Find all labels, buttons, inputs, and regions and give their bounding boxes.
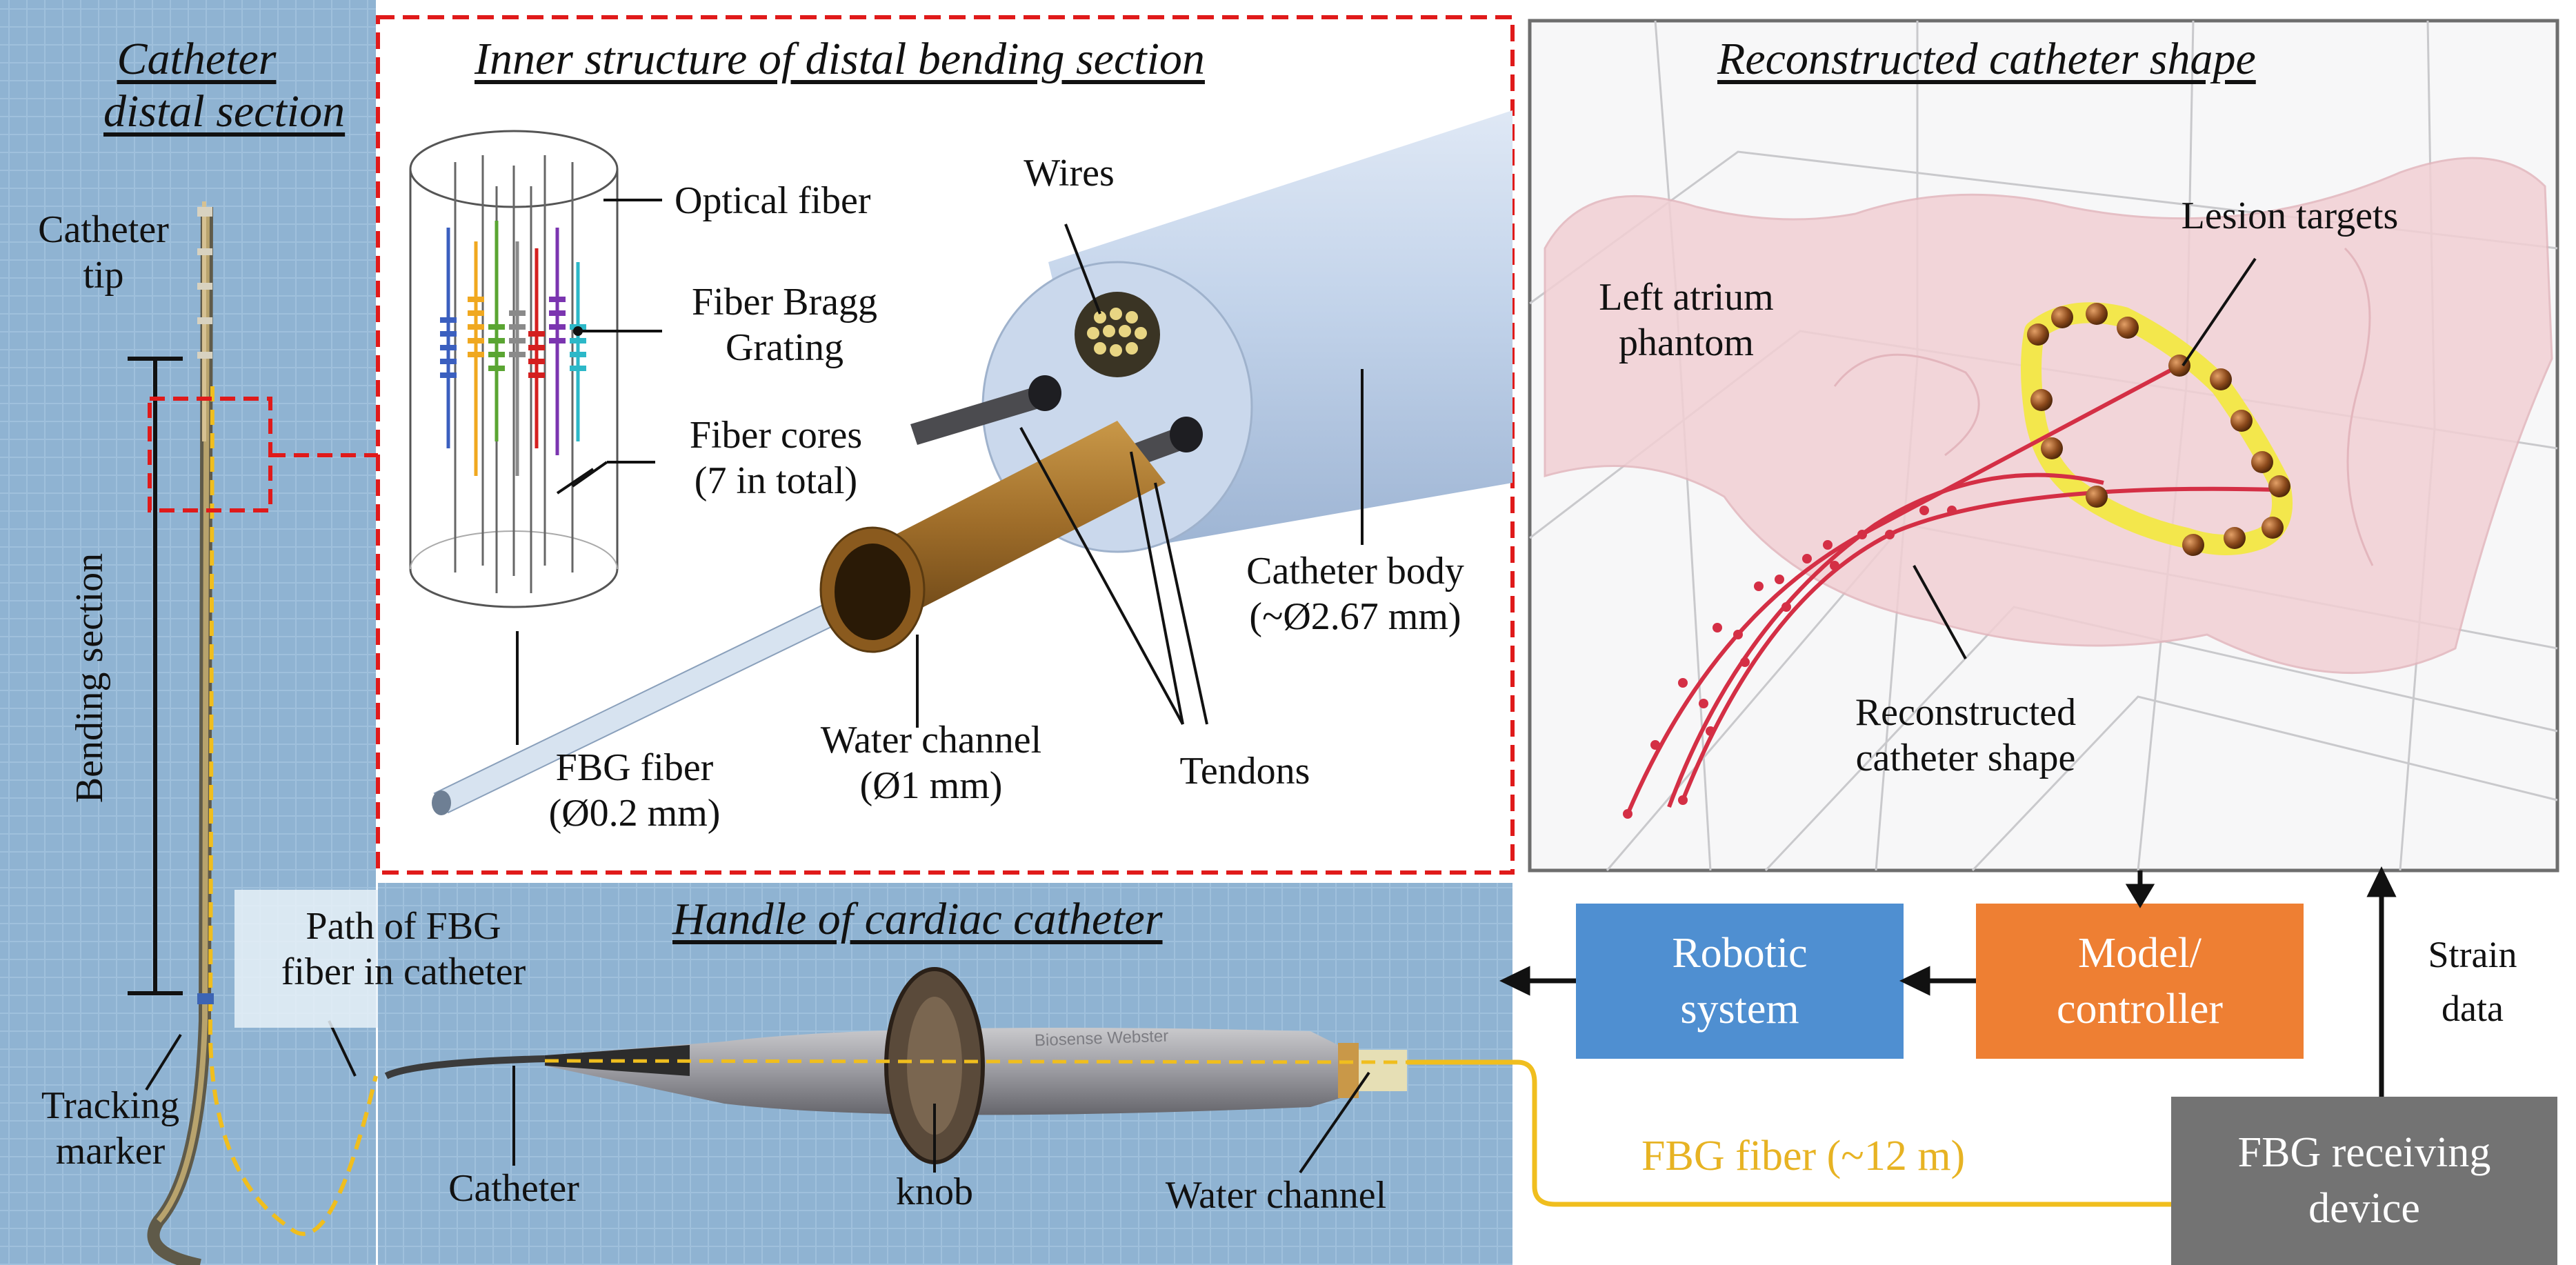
optical-fiber-label: Optical fiber bbox=[675, 179, 871, 222]
water-handle-leader bbox=[1299, 1071, 1370, 1174]
fiber-cores-label: Fiber cores (7 in total) bbox=[689, 414, 863, 503]
catheter-render bbox=[432, 110, 1512, 815]
catheter-tip-label: Catheter tip bbox=[38, 208, 169, 297]
reconstruction-title: Reconstructed catheter shape bbox=[1717, 34, 2256, 84]
lesion-target-beads bbox=[2027, 303, 2290, 556]
path-leader bbox=[328, 1020, 357, 1077]
handle-panel bbox=[378, 883, 1512, 1265]
electrode-band bbox=[197, 352, 212, 359]
inner-structure-panel bbox=[376, 15, 1515, 875]
catheter-shape-beads bbox=[1623, 506, 1957, 819]
tendon-left bbox=[910, 383, 1055, 445]
system-diagram bbox=[1407, 866, 2557, 1265]
water-port-brass bbox=[1338, 1043, 1359, 1098]
handle-water-channel-label: Water channel bbox=[1165, 1174, 1387, 1217]
fbg-fiber-size-label: FBG fiber (Ø0.2 mm) bbox=[548, 746, 721, 835]
electrode-band bbox=[197, 283, 212, 290]
marker-leader bbox=[145, 1033, 182, 1091]
model-controller-label: Model/ controller bbox=[2056, 929, 2223, 1033]
bending-section-bracket bbox=[128, 357, 183, 995]
distal-section-title: Catheter distal section bbox=[103, 34, 346, 137]
fbg-fiber-cable bbox=[1407, 1059, 2173, 1207]
tendon-leader-mid bbox=[1130, 451, 1184, 725]
reconstructed-shape-label: Reconstructed catheter shape bbox=[1855, 691, 2077, 780]
left-atrium-phantom bbox=[1544, 157, 2553, 675]
fbg-receiver-box bbox=[2171, 1097, 2557, 1265]
water-channel-render bbox=[848, 421, 1166, 621]
electrode-band bbox=[197, 317, 212, 324]
drape-background bbox=[0, 0, 376, 1265]
catheter-body-label: Catheter body (~Ø2.67 mm) bbox=[1246, 550, 1464, 639]
left-atrium-label: Left atrium phantom bbox=[1599, 276, 1774, 365]
handle-catheter bbox=[384, 1055, 546, 1079]
distal-section-panel bbox=[0, 0, 572, 1265]
water-port-luer bbox=[1359, 1050, 1407, 1091]
tendons-label: Tendons bbox=[1179, 750, 1310, 793]
fiber-schematic bbox=[409, 130, 662, 745]
tracking-marker-band bbox=[197, 993, 214, 1004]
reconstructed-shape-panel bbox=[1528, 19, 2559, 873]
handle-title: Handle of cardiac catheter bbox=[672, 894, 1163, 944]
lesion-leader bbox=[2181, 257, 2257, 367]
knob-label: knob bbox=[896, 1171, 973, 1213]
lesion-targets-label: Lesion targets bbox=[2181, 195, 2399, 237]
recon-leader bbox=[1913, 565, 1967, 659]
tendon-leader-right bbox=[1154, 482, 1208, 725]
fbg-fiber-path-distal bbox=[208, 386, 378, 1236]
fbg-fiber-path-handle bbox=[544, 1059, 1408, 1064]
fbg-fiber-length-label: FBG fiber (~12 m) bbox=[1641, 1133, 1966, 1179]
bending-section-label: Bending section bbox=[68, 552, 111, 804]
fbg-grating-label: Fiber Bragg Grating bbox=[691, 281, 878, 370]
electrode-band bbox=[197, 248, 212, 255]
strain-data-label: Strain data bbox=[2428, 934, 2517, 1030]
handle-catheter-label: Catheter bbox=[448, 1167, 579, 1210]
robotic-system-box bbox=[1576, 904, 1904, 1059]
catheter-shaft-highlight bbox=[156, 206, 210, 1223]
path-of-fbg-label: Path of FBG fiber in catheter bbox=[281, 905, 526, 994]
fbg-receiver-label: FBG receiving device bbox=[2237, 1129, 2491, 1232]
electrode-band bbox=[197, 207, 212, 217]
wires-leader bbox=[1064, 223, 1101, 315]
robotic-system-label: Robotic system bbox=[1672, 929, 1808, 1033]
tendon-leader-left bbox=[1019, 427, 1184, 725]
water-channel-size-label: Water channel (Ø1 mm) bbox=[820, 719, 1042, 808]
model-controller-box bbox=[1976, 904, 2304, 1059]
tracking-marker-label: Tracking marker bbox=[41, 1084, 180, 1173]
wires-label: Wires bbox=[1024, 152, 1115, 195]
inner-structure-title: Inner structure of distal bending sectio… bbox=[475, 34, 1205, 84]
